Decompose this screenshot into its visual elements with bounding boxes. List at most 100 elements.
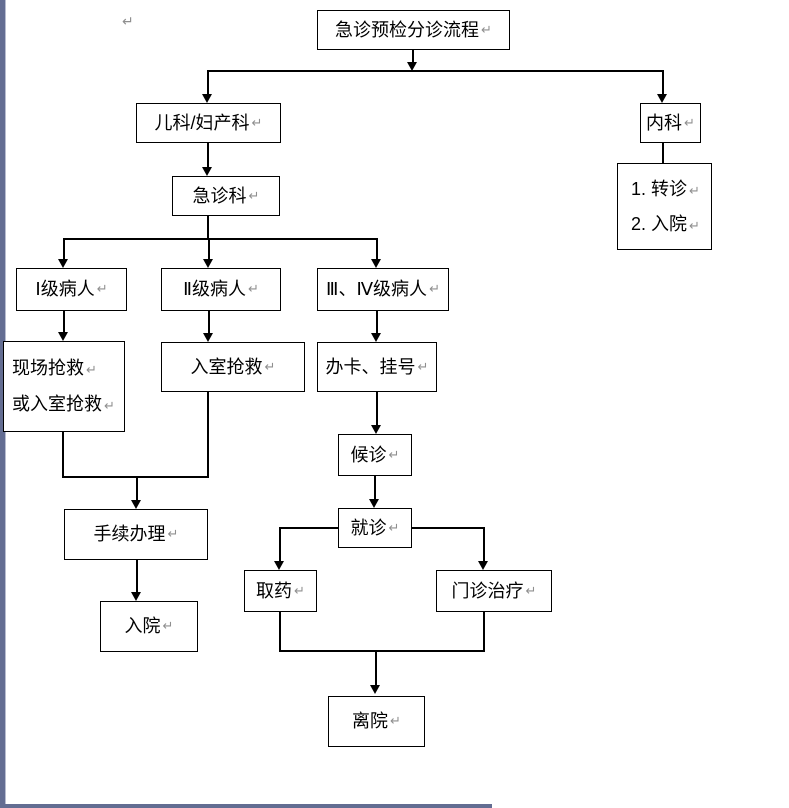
return-mark: ↵ — [251, 114, 263, 130]
node-internal-medicine[interactable]: 内科↵ — [640, 103, 701, 143]
return-mark: ↵ — [417, 358, 429, 374]
node-procedure-handling[interactable]: 手续办理↵ — [64, 509, 208, 560]
return-mark: ↵ — [388, 446, 400, 462]
node-discharge[interactable]: 离院↵ — [328, 696, 425, 747]
arrowhead-down — [203, 333, 213, 342]
node-label: 办卡、挂号 — [325, 356, 416, 377]
node-pediatrics-obstetrics[interactable]: 儿科/妇产科↵ — [136, 103, 281, 143]
return-mark: ↵ — [388, 519, 400, 535]
connector-line — [412, 527, 484, 529]
arrowhead-down — [370, 685, 380, 694]
node-card-registration[interactable]: 办卡、挂号↵ — [317, 342, 437, 392]
node-admission[interactable]: 入院↵ — [100, 601, 198, 652]
node-level-1-patient[interactable]: Ⅰ级病人↵ — [16, 268, 127, 311]
arrowhead-down — [58, 332, 68, 341]
node-consultation[interactable]: 就诊↵ — [338, 508, 412, 548]
node-label: 内科 — [646, 112, 683, 133]
node-label: 取药 — [256, 580, 293, 601]
node-waiting[interactable]: 候诊↵ — [338, 434, 412, 476]
node-onsite-rescue[interactable]: 现场抢救↵ 或入室抢救↵ — [3, 341, 125, 432]
node-label: 就诊 — [350, 517, 387, 538]
node-label-line: 或入室抢救↵ — [12, 394, 115, 415]
arrowhead-down — [131, 500, 141, 509]
arrowhead-down — [371, 425, 381, 434]
node-level-2-patient[interactable]: Ⅱ级病人↵ — [161, 268, 281, 311]
connector-line — [208, 70, 664, 72]
connector-line — [62, 432, 64, 477]
return-mark: ↵ — [167, 526, 179, 542]
node-label: 入院 — [124, 616, 161, 637]
arrowhead-down — [657, 94, 667, 103]
arrowhead-down — [58, 259, 68, 268]
paragraph-mark: ↵ — [122, 13, 134, 29]
connector-line — [207, 143, 209, 168]
connector-line — [207, 216, 209, 240]
node-label: Ⅲ、Ⅳ级病人 — [326, 279, 428, 300]
connector-line — [376, 238, 378, 260]
node-label: Ⅰ级病人 — [35, 279, 95, 300]
node-level-3-4-patient[interactable]: Ⅲ、Ⅳ级病人↵ — [317, 268, 449, 311]
node-room-rescue[interactable]: 入室抢救↵ — [161, 342, 305, 392]
connector-line — [279, 650, 485, 652]
connector-line — [63, 238, 65, 260]
node-label: 门诊治疗 — [451, 580, 524, 601]
node-label: 儿科/妇产科 — [154, 112, 250, 133]
node-label: 手续办理 — [93, 524, 166, 545]
connector-line — [136, 560, 138, 593]
connector-line — [208, 238, 210, 260]
node-emergency-dept[interactable]: 急诊科↵ — [172, 176, 280, 216]
node-dispensary[interactable]: 取药↵ — [244, 570, 317, 612]
arrowhead-down — [203, 259, 213, 268]
node-label-line: 现场抢救↵ — [12, 357, 97, 378]
connector-line — [279, 527, 281, 562]
return-mark: ↵ — [481, 21, 492, 37]
return-mark: ↵ — [689, 182, 700, 198]
return-mark: ↵ — [86, 361, 97, 377]
connector-line — [412, 50, 414, 63]
return-mark: ↵ — [96, 281, 108, 297]
node-internal-outcomes[interactable]: 1. 转诊↵ 2. 入院↵ — [617, 163, 712, 250]
connector-line — [279, 612, 281, 652]
arrowhead-down — [371, 333, 381, 342]
node-triage-flow-title[interactable]: 急诊预检分诊流程↵ — [317, 10, 510, 50]
node-label: 入室抢救 — [190, 356, 263, 377]
list-item: 1. 转诊↵ — [631, 178, 700, 199]
arrowhead-down — [202, 94, 212, 103]
arrowhead-down — [369, 499, 379, 508]
connector-line — [63, 311, 65, 333]
return-mark: ↵ — [689, 217, 700, 233]
connector-line — [662, 143, 664, 164]
return-mark: ↵ — [162, 618, 174, 634]
connector-line — [483, 612, 485, 652]
connector-line — [376, 311, 378, 334]
return-mark: ↵ — [264, 358, 276, 374]
return-mark: ↵ — [248, 187, 260, 203]
return-mark: ↵ — [390, 713, 401, 729]
connector-line — [662, 70, 664, 95]
return-mark: ↵ — [429, 281, 440, 297]
connector-line — [136, 476, 138, 501]
page-edge-bottom — [0, 804, 492, 808]
list-item: 2. 入院↵ — [631, 213, 700, 234]
connector-line — [63, 238, 378, 240]
return-mark: ↵ — [247, 281, 259, 297]
node-label: Ⅱ级病人 — [183, 279, 246, 300]
connector-line — [375, 650, 377, 686]
node-outpatient-treatment[interactable]: 门诊治疗↵ — [436, 570, 552, 612]
connector-line — [208, 311, 210, 334]
return-mark: ↵ — [104, 398, 115, 414]
connector-line — [62, 476, 209, 478]
return-mark: ↵ — [525, 582, 537, 598]
arrowhead-down — [407, 62, 417, 71]
node-label: 急诊科 — [192, 185, 247, 206]
arrowhead-down — [274, 561, 284, 570]
connector-line — [483, 527, 485, 562]
return-mark: ↵ — [294, 582, 305, 598]
arrowhead-down — [131, 592, 141, 601]
arrowhead-down — [371, 259, 381, 268]
node-label: 离院 — [352, 711, 389, 732]
return-mark: ↵ — [684, 114, 695, 130]
arrowhead-down — [478, 561, 488, 570]
node-label: 候诊 — [350, 444, 387, 465]
